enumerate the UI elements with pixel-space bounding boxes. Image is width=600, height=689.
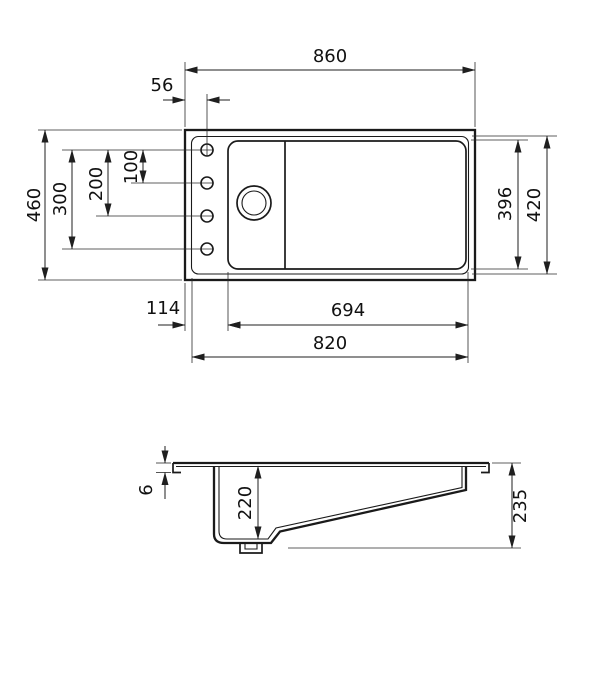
bowl-inner-profile — [218, 466, 463, 540]
drain-hole — [236, 185, 272, 221]
dim-label-460: 460 — [24, 188, 45, 222]
drain-trap-inner — [244, 543, 258, 550]
side-view-dimension-lines — [161, 446, 516, 549]
drain-outer-circle — [236, 185, 272, 221]
bowl-rim-line — [227, 140, 467, 270]
side-view: 6 220 235 — [136, 446, 531, 554]
drain-trap-outer — [239, 543, 263, 554]
right-rim-edge — [481, 463, 490, 474]
side-view-dimension-labels: 6 220 235 — [136, 484, 531, 523]
dim-label-396: 396 — [495, 187, 516, 221]
dim-label-420: 420 — [524, 188, 545, 222]
sink-outer-edge — [183, 128, 477, 282]
dim-label-300: 300 — [50, 182, 71, 216]
dim-label-200: 200 — [86, 167, 107, 201]
dim-label-220: 220 — [235, 486, 256, 520]
side-view-extension-lines — [156, 462, 521, 549]
drain-inner-circle — [241, 190, 267, 216]
dim-label-820: 820 — [313, 333, 347, 354]
top-view-extension-lines — [38, 62, 557, 363]
left-rim-edge — [172, 463, 181, 474]
top-view-dimension-lines — [41, 66, 551, 361]
dim-label-235: 235 — [510, 489, 531, 523]
dim-label-100: 100 — [121, 150, 142, 184]
dim-label-860: 860 — [313, 46, 347, 67]
dim-label-114: 114 — [146, 298, 180, 319]
sink-cutout-line — [190, 135, 470, 275]
bowl-outer-profile — [212, 466, 468, 545]
dim-label-6: 6 — [136, 484, 157, 495]
faucet-holes — [200, 143, 214, 256]
dim-label-694: 694 — [331, 300, 365, 321]
side-profile — [172, 461, 490, 554]
dim-label-56: 56 — [151, 75, 174, 96]
sink-outline — [183, 128, 477, 282]
top-view-dimension-labels: 860 56 460 300 200 100 396 420 114 694 8… — [24, 46, 545, 354]
top-view: 860 56 460 300 200 100 396 420 114 694 8… — [24, 46, 557, 363]
